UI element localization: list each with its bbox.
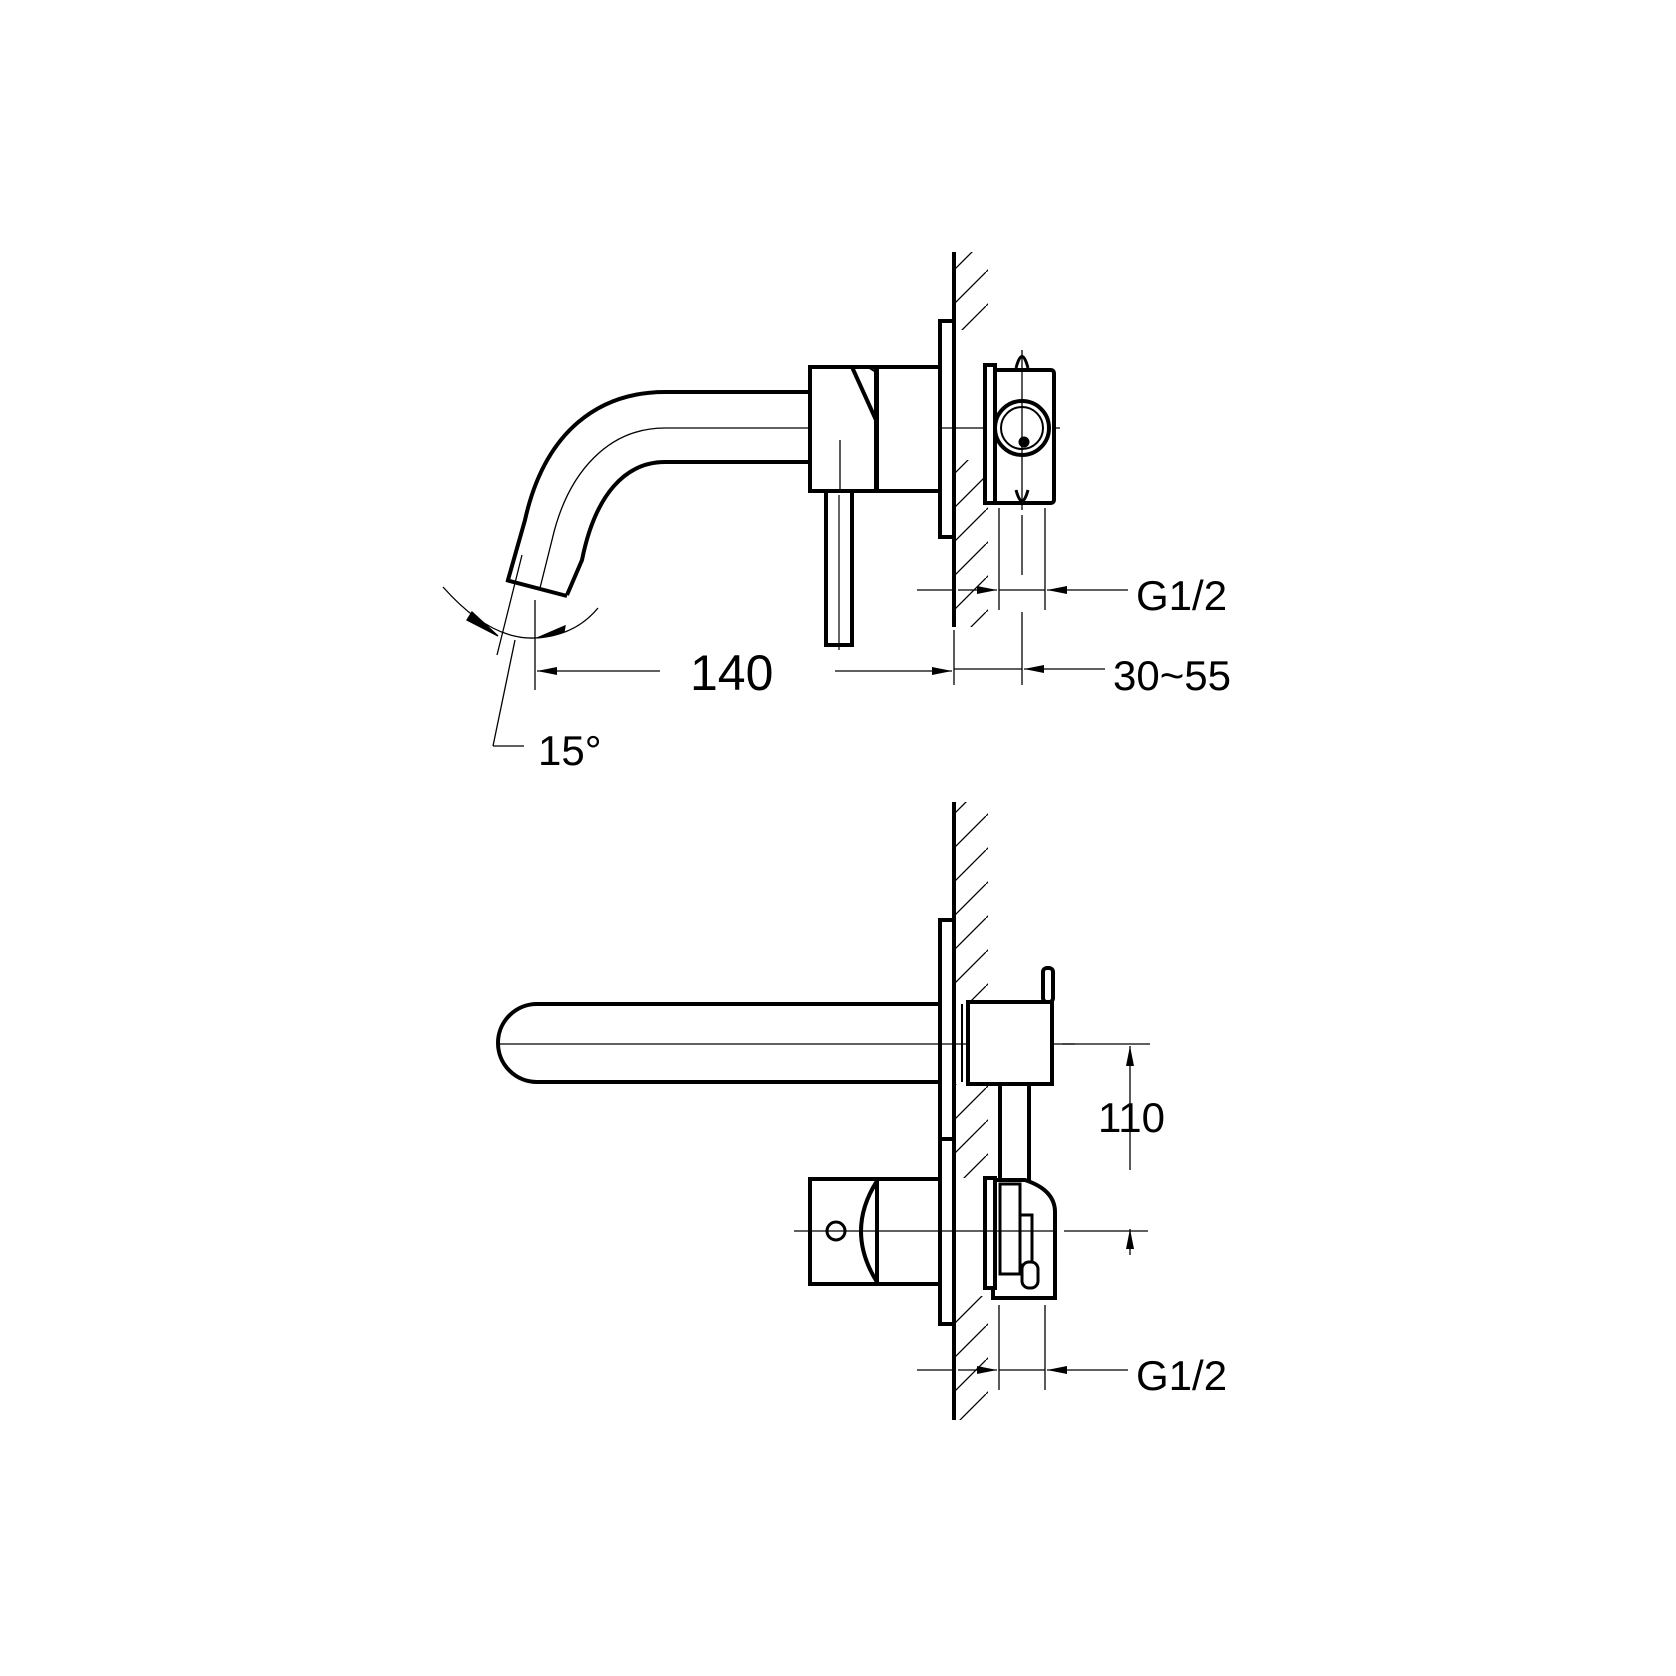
escutcheon-plate [938,319,956,539]
spout [505,390,1060,598]
projection-label: 140 [690,645,773,701]
spout-escutcheon [938,918,956,1172]
wall-section [952,252,988,627]
inlet-thread-label: G1/2 [1136,572,1227,619]
extension-lines [534,508,1046,690]
angle-label: 15° [538,727,602,774]
wall-depth-label: 30~55 [1113,652,1231,699]
side-view: G1/2 140 30~55 15° [442,252,1231,774]
angle-dimension [442,554,599,747]
spout-connector [961,966,1055,1086]
mixer-body [808,365,942,495]
vertical-distance-label: 110 [1098,1094,1165,1141]
inlet-dimension [917,1305,1128,1390]
projection-dimension [537,665,1105,675]
concealed-valve [983,350,1056,510]
wall-section [952,802,988,1420]
riser-pipe [998,1086,1031,1180]
inlet-thread-label: G1/2 [1136,1352,1227,1399]
concealed-valve [983,1176,1057,1300]
front-view: 110 G1/2 [496,802,1227,1420]
